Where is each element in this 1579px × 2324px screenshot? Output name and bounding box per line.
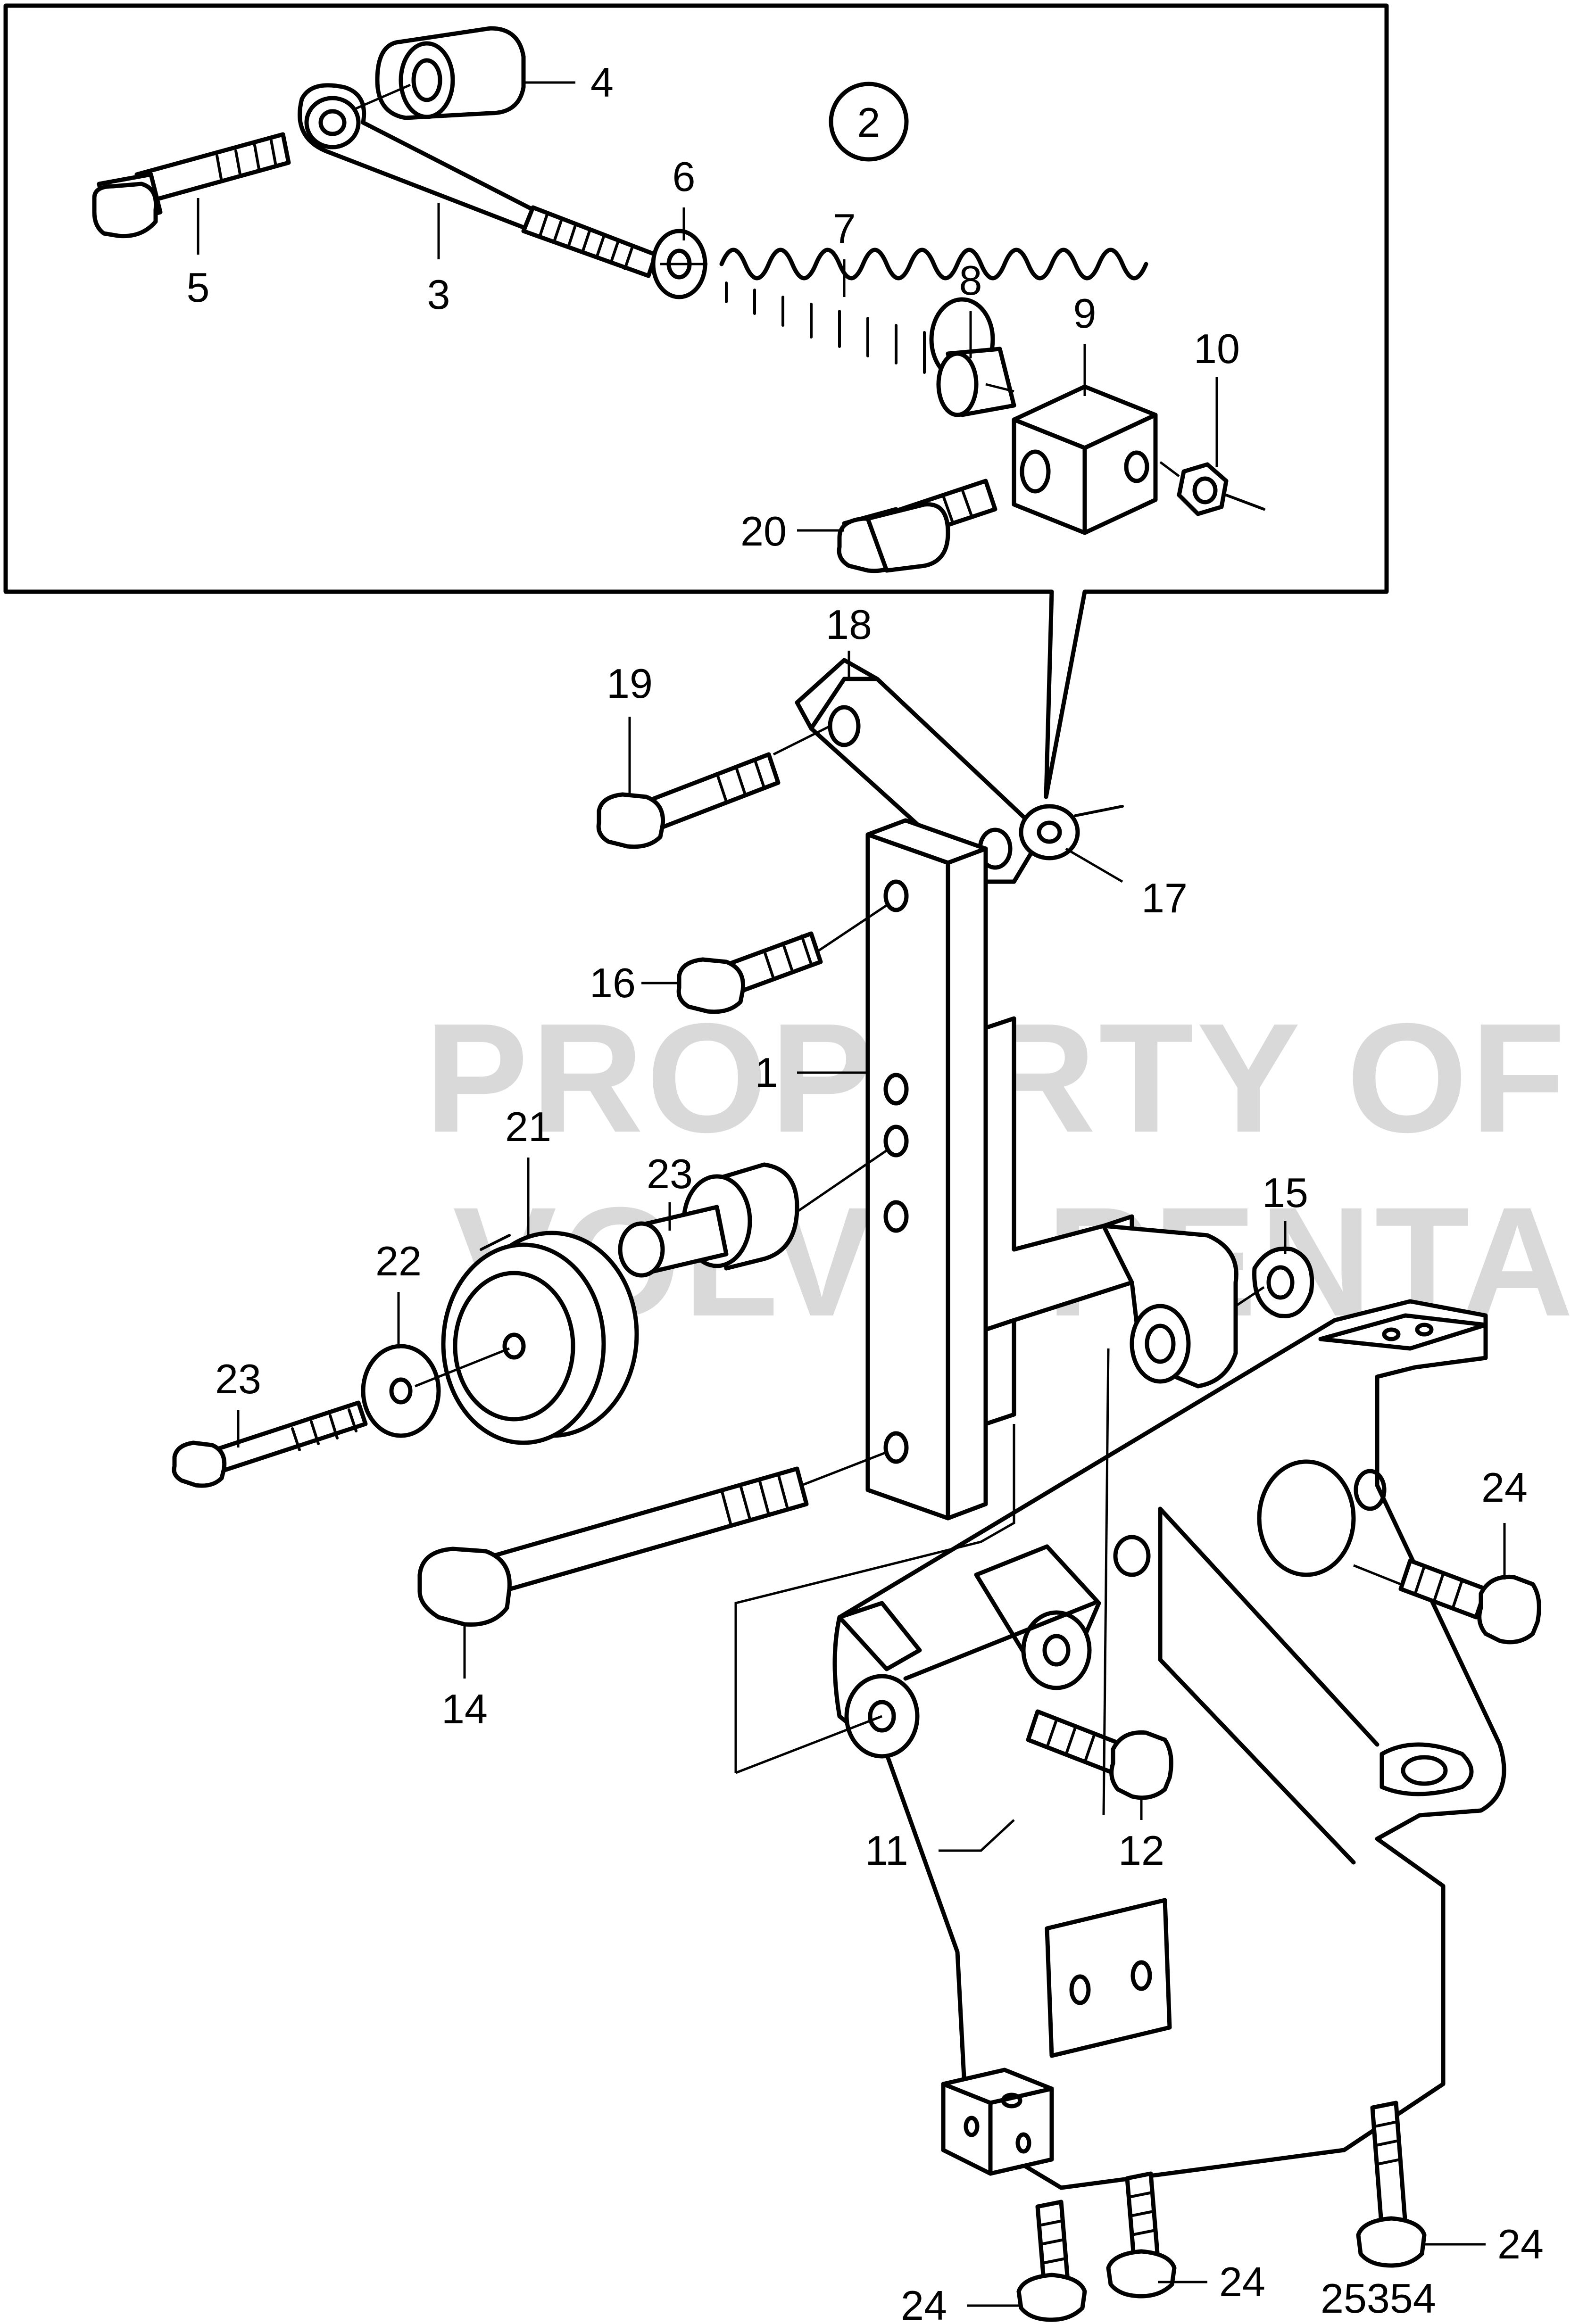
callout-24a: 24 — [1481, 1464, 1528, 1511]
inset-marker-label: 2 — [857, 99, 881, 146]
callout-24b: 24 — [1497, 2221, 1544, 2267]
part-20-pulley — [441, 1231, 639, 1445]
callout-9: 9 — [1073, 290, 1097, 337]
callout-18: 19 — [607, 660, 653, 707]
callout-21: 22 — [375, 1238, 422, 1284]
part-11-support — [832, 1299, 1506, 2190]
callout-24c: 24 — [1219, 2258, 1265, 2305]
callout-24d: 24 — [901, 2282, 947, 2324]
part-18-bolt — [596, 752, 781, 849]
part-9-block — [1012, 384, 1158, 535]
callout-22: 23 — [215, 1356, 261, 1402]
part-14-nut — [1252, 1246, 1314, 1318]
callout-7: 7 — [833, 205, 856, 252]
callout-17: 18 — [826, 601, 872, 648]
callout-5: 5 — [187, 264, 210, 311]
part-13-bolt — [417, 1466, 809, 1627]
callout-4: 4 — [590, 59, 614, 106]
callout-14: 15 — [1262, 1169, 1308, 1216]
inset-frame — [3, 3, 1389, 799]
callout-16: 17 — [1141, 875, 1188, 921]
part-5-bolt — [92, 132, 291, 239]
inset-marker: 2 — [829, 82, 909, 162]
callout-15: 16 — [590, 959, 636, 1006]
part-10-nut — [1177, 462, 1265, 516]
callout-6: 6 — [673, 153, 696, 200]
part-24-bolt-upper — [1398, 1558, 1541, 1645]
callout-8: 8 — [959, 257, 982, 304]
part-24-bolt-left — [1016, 2200, 1087, 2322]
callout-23: 23 — [647, 1150, 693, 1197]
callouts: 4 5 3 6 7 8 9 10 20 18 19 17 16 1 21 23 — [187, 59, 1544, 2324]
part-12-bolt — [1026, 1709, 1173, 1800]
callout-11: 11 — [865, 1827, 908, 1874]
part-4-bushing — [375, 26, 526, 120]
callout-1: 1 — [755, 1049, 778, 1096]
part-16-nut — [1019, 804, 1124, 860]
part-21-washer — [361, 1344, 441, 1438]
callout-12: 12 — [1118, 1827, 1164, 1874]
callout-3: 3 — [427, 271, 450, 318]
callout-13: 14 — [441, 1686, 488, 1732]
part-1-bracket — [865, 818, 1238, 1521]
alignment-lines — [356, 83, 1401, 1816]
part-22-bolt — [172, 1400, 368, 1488]
part-15-bolt — [676, 931, 823, 1014]
part-24-bolt-right — [1356, 2101, 1427, 2268]
part-23-spacer — [618, 1162, 799, 1278]
callout-20: 21 — [505, 1103, 551, 1150]
part-3-tension-rod — [298, 83, 658, 278]
part-8-sleeve — [936, 347, 1016, 417]
callout-10: 10 — [1194, 325, 1240, 372]
part-24-bolt-center — [1106, 2171, 1177, 2299]
callout-19: 20 — [740, 508, 787, 554]
figure-number: 25354 — [1321, 2275, 1436, 2322]
